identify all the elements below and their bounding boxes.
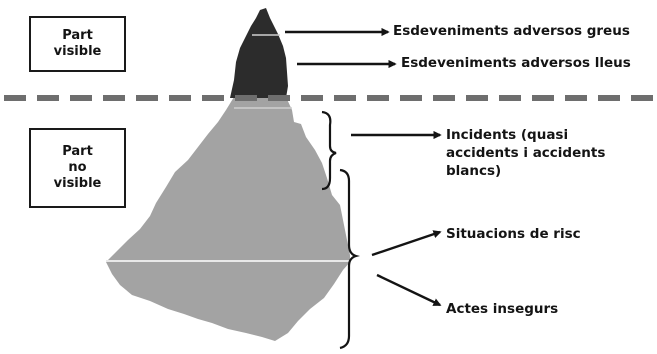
box-part-no-visible: Part no visible	[29, 128, 126, 208]
label-actes-insegurs: Actes insegurs	[446, 300, 558, 318]
box-part-visible: Part visible	[29, 16, 126, 72]
label-situacions-risc: Situacions de risc	[446, 225, 581, 243]
label-adversos-greus: Esdeveniments adversos greus	[393, 22, 630, 40]
box-visible-line-2: visible	[54, 44, 102, 60]
box-hidden-line-3: visible	[54, 176, 102, 192]
box-hidden-line-1: Part	[54, 144, 102, 160]
arrow-risc	[372, 232, 440, 255]
label-incidents-line-1: Incidents (quasi	[446, 126, 646, 144]
box-visible-line-1: Part	[54, 28, 102, 44]
arrow-actes	[377, 275, 440, 305]
label-incidents-line-2: accidents i accidents	[446, 144, 646, 162]
label-incidents-line-3: blancs)	[446, 162, 646, 180]
iceberg-submerged-body	[106, 97, 350, 341]
iceberg-visible-tip	[230, 8, 288, 98]
label-incidents: Incidents (quasi accidents i accidents b…	[446, 126, 646, 180]
box-hidden-line-2: no	[54, 160, 102, 176]
label-adversos-lleus: Esdeveniments adversos lleus	[401, 54, 631, 72]
